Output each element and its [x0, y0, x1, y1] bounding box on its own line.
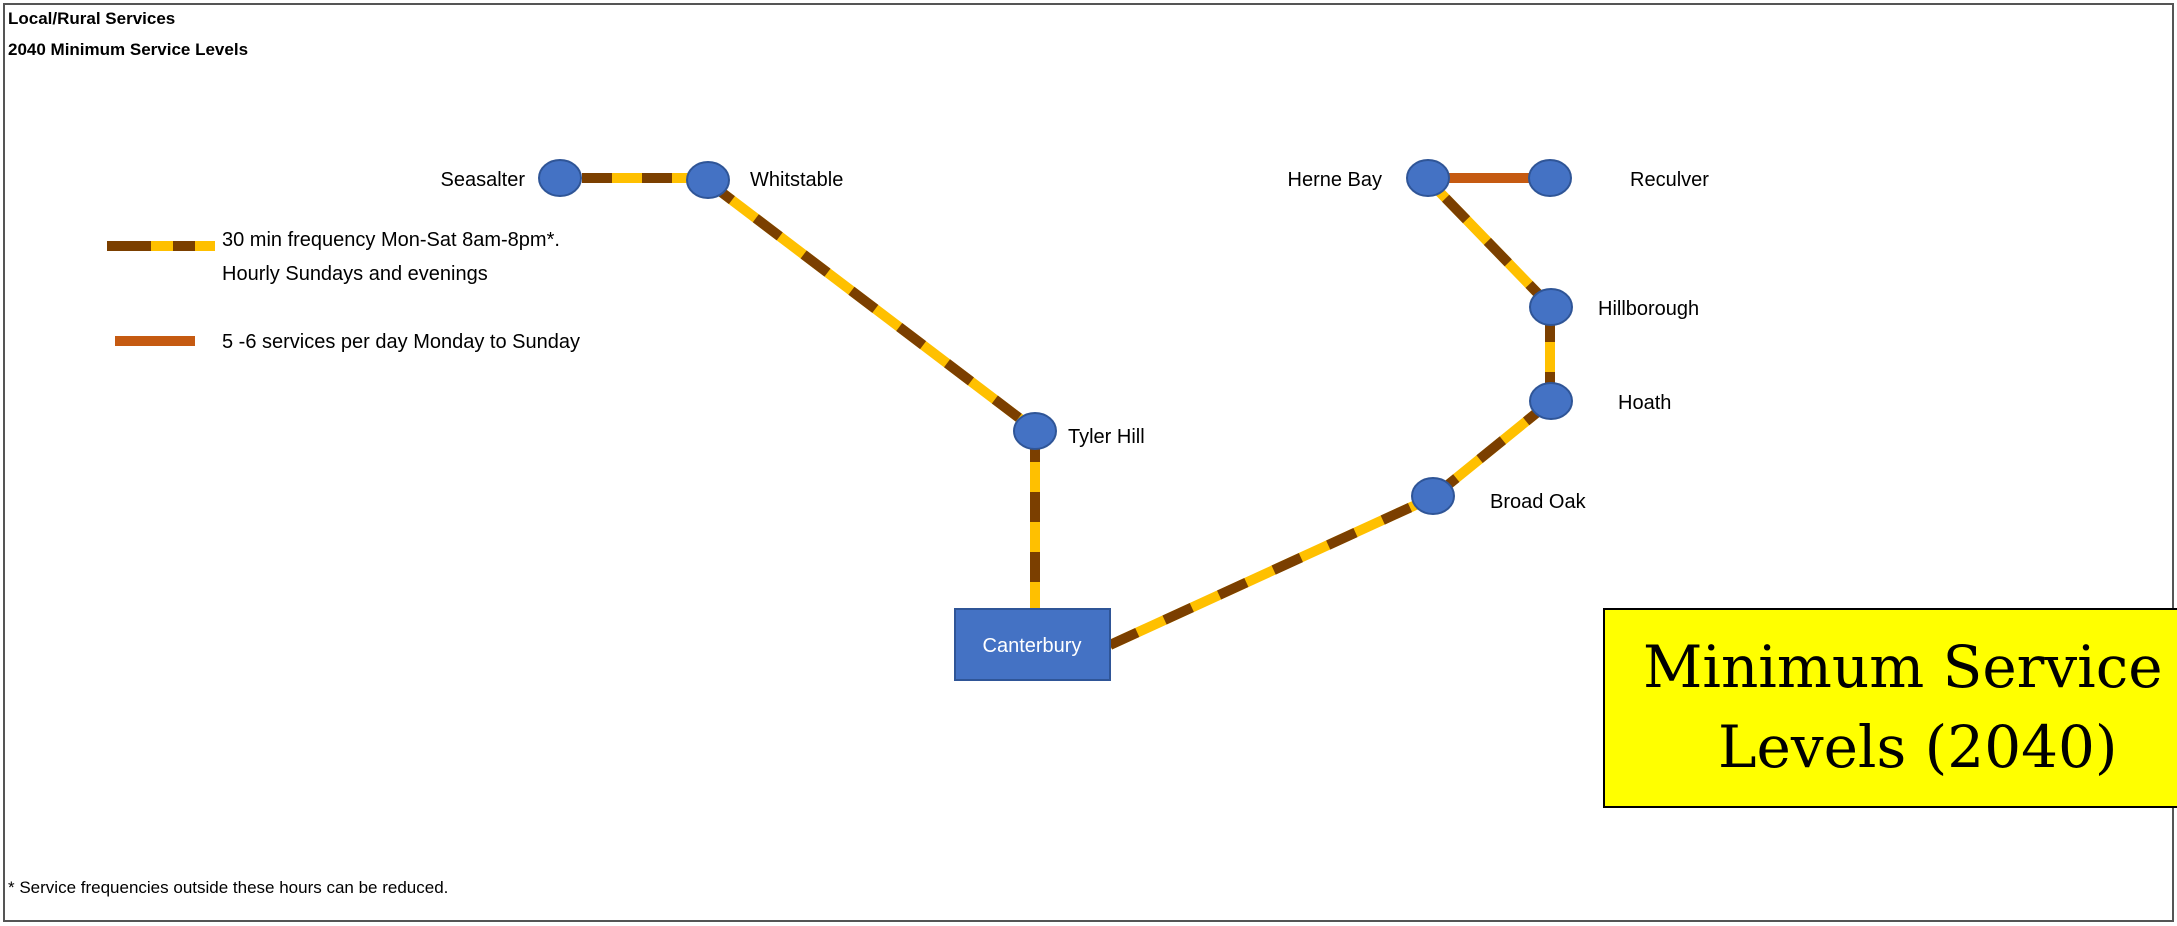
- route-broadoak-hoath: [1429, 398, 1554, 501]
- footnote: * Service frequencies outside these hour…: [8, 878, 449, 897]
- stop-hoath: [1529, 382, 1573, 420]
- callout-box: [1603, 608, 2177, 808]
- callout-line-2: Levels (2040): [1718, 713, 2118, 781]
- label-whitstable: Whitstable: [750, 169, 843, 191]
- stop-herne-bay: [1406, 159, 1450, 197]
- stop-tyler-hill: [1013, 412, 1057, 450]
- label-seasalter: Seasalter: [441, 169, 526, 191]
- legend-limited-label: 5 -6 services per day Monday to Sunday: [222, 331, 580, 353]
- label-reculver: Reculver: [1630, 169, 1709, 191]
- stop-canterbury: [954, 608, 1111, 681]
- stop-hillborough: [1529, 288, 1573, 326]
- diagram-frame: [3, 3, 2174, 922]
- legend-frequent-sublabel: Hourly Sundays and evenings: [222, 263, 488, 285]
- diagram-title: Local/Rural Services: [8, 9, 176, 28]
- label-hoath: Hoath: [1618, 392, 1671, 414]
- stop-whitstable: [686, 161, 730, 199]
- label-canterbury: Canterbury: [983, 635, 1082, 657]
- label-hillborough: Hillborough: [1598, 298, 1699, 320]
- route-hillborough-hernebay: [1424, 176, 1554, 310]
- stop-broad-oak: [1411, 477, 1455, 515]
- stop-reculver: [1528, 159, 1572, 197]
- label-broad-oak: Broad Oak: [1490, 491, 1587, 513]
- label-herne-bay: Herne Bay: [1288, 169, 1383, 191]
- route-whitstable-tylerhill: [704, 178, 1039, 434]
- callout-line-1: Minimum Service: [1643, 633, 2163, 701]
- label-tyler-hill: Tyler Hill: [1068, 426, 1145, 448]
- route-canterbury-broadoak: [1107, 492, 1436, 650]
- stop-seasalter: [538, 159, 582, 197]
- diagram-subtitle: 2040 Minimum Service Levels: [8, 40, 249, 59]
- legend-frequent-label: 30 min frequency Mon-Sat 8am-8pm*.: [222, 229, 560, 251]
